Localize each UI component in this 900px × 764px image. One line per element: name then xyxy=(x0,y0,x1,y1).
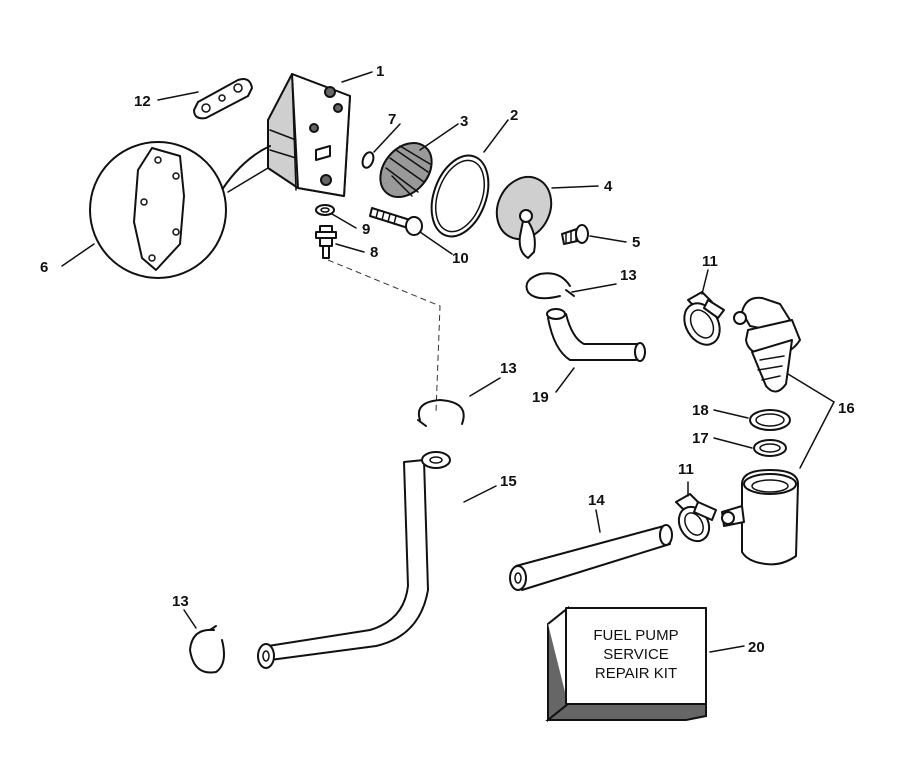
part-4-cover xyxy=(495,175,553,259)
callout-11-upper: 11 xyxy=(702,253,718,270)
part-14-hose xyxy=(509,524,673,591)
callout-13-middle: 13 xyxy=(500,360,517,377)
callout-13-upper: 13 xyxy=(620,267,637,284)
part-6-gasket-detail xyxy=(89,141,227,279)
callout-3: 3 xyxy=(460,113,468,130)
part-13-clamp-upper xyxy=(525,272,575,300)
part-15-long-hose xyxy=(257,451,451,669)
part-12-gasket-plate xyxy=(193,78,253,120)
part-19-hose xyxy=(546,308,646,362)
callout-8: 8 xyxy=(370,244,378,261)
assembly-line xyxy=(327,259,441,413)
callout-18: 18 xyxy=(692,402,709,419)
callout-11-lower: 11 xyxy=(678,461,694,478)
callout-13-lower: 13 xyxy=(172,593,189,610)
part-16-filter-bowl xyxy=(721,469,799,566)
part-16-filter-top xyxy=(733,296,801,393)
part-11-clamp-upper xyxy=(683,291,725,346)
part-13-clamp-middle xyxy=(417,399,465,427)
callout-2: 2 xyxy=(510,107,518,124)
kit-label-line2: SERVICE xyxy=(603,646,669,663)
callout-17: 17 xyxy=(692,430,709,447)
part-9-washer xyxy=(315,204,335,216)
callout-19: 19 xyxy=(532,389,549,406)
kit-label-line1: FUEL PUMP xyxy=(593,627,678,644)
callout-20: 20 xyxy=(748,639,765,656)
leader-lines xyxy=(61,71,835,653)
part-17-ring xyxy=(753,439,787,457)
callout-10: 10 xyxy=(452,250,469,267)
part-7-o-ring xyxy=(361,151,375,169)
callout-15: 15 xyxy=(500,473,517,490)
callout-4: 4 xyxy=(604,178,613,195)
callout-7: 7 xyxy=(388,111,396,128)
part-10-bolt xyxy=(369,207,423,236)
callout-14: 14 xyxy=(588,492,605,509)
part-2-gasket-ring xyxy=(430,154,490,238)
part-8-fitting xyxy=(315,225,337,259)
part-18-ring xyxy=(749,409,791,431)
callout-labels: 1 2 3 4 5 6 7 8 9 10 11 11 12 13 13 13 1… xyxy=(40,63,855,656)
callout-5: 5 xyxy=(632,234,640,251)
part-13-clamp-lower xyxy=(189,625,225,674)
callout-1: 1 xyxy=(376,63,384,80)
kit-label-line3: REPAIR KIT xyxy=(595,665,677,682)
part-20-repair-kit-box: FUEL PUMP SERVICE REPAIR KIT xyxy=(545,605,707,723)
part-5-screw xyxy=(561,224,589,245)
callout-9: 9 xyxy=(362,221,370,238)
callout-6: 6 xyxy=(40,259,48,276)
callout-12: 12 xyxy=(134,93,151,110)
part-11-clamp-lower xyxy=(675,493,717,543)
callout-16: 16 xyxy=(838,400,855,417)
